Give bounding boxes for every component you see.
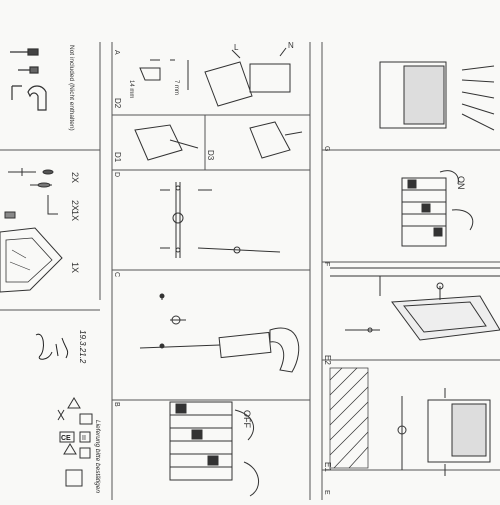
handwritten-date: 19.3.21.2 [78,330,87,364]
lamp-lit-g [379,61,495,131]
lamp-fixture-icon [0,227,63,293]
hand-icon [243,461,259,497]
wiring-diagram-d2 [139,47,291,107]
parts-panel [0,168,63,293]
arrow-icon-on [439,170,459,185]
house-icon [65,469,83,487]
weee-bin-icon [57,409,65,421]
label-d2: D2 [113,98,122,109]
arrow-icon [234,409,255,441]
wall-section-f [330,267,500,296]
wiring-diagram-d1 [134,121,303,161]
label-d3: D3 [206,150,215,161]
qty-1x-a: 1X [70,210,80,221]
tools-panel [10,48,47,111]
panel-mount-e2 [345,282,500,341]
ce-box [59,431,75,443]
label-c: C [113,272,120,277]
switch-off-label: OFF [242,410,252,428]
label-e1: E1 [323,462,332,472]
wire-neutral-label: N [288,41,294,50]
handwritten-approval: Lieferung bitte bestätigen [94,420,101,493]
label-e: E [323,490,330,495]
dowel-icon [42,169,54,175]
wall-hatch-e [329,367,369,469]
label-a: A [113,50,120,55]
label-b: B [113,402,120,407]
lamp-mount-e1 [397,388,491,476]
label-g: G [323,146,330,151]
connector-icon [249,63,291,93]
label-e2: E2 [323,355,332,365]
qty-2x-b: 2X [70,200,80,211]
label-d1: D1 [113,152,122,163]
allen-key-icon [47,195,58,215]
wire-live-label: L [234,43,239,52]
ce-mark: CE [61,435,71,442]
tools-note: Not included (Nicht enthalten) [68,45,75,131]
hammer-icon [27,85,47,111]
strip-length: 14 mm [128,80,134,98]
terminal-block-icon [204,61,253,107]
qty-1x-b: 1X [70,262,80,273]
compliance-marks [57,397,93,487]
class-mark: II [82,435,86,442]
signature-mark [35,333,69,360]
connector-icon-d3 [249,121,291,159]
warning-triangle-icon-2 [63,443,77,455]
switch-step-b [169,401,259,497]
class-box-icon [79,413,93,425]
wire-length: 7 mm [173,80,179,95]
switch-on-label: ON [456,176,466,190]
clip-icon [4,211,16,219]
drilling-step-c [139,293,300,373]
drill-icon-c [218,331,272,359]
label-f: F [323,262,330,266]
warning-triangle-icon [67,397,81,409]
mounting-plate-d [160,182,281,258]
switch-step-on [401,170,474,247]
hand-icon-on [451,209,474,231]
label-d: D [113,172,120,177]
qty-2x-a: 2X [70,172,80,183]
drill-icon [11,85,22,100]
